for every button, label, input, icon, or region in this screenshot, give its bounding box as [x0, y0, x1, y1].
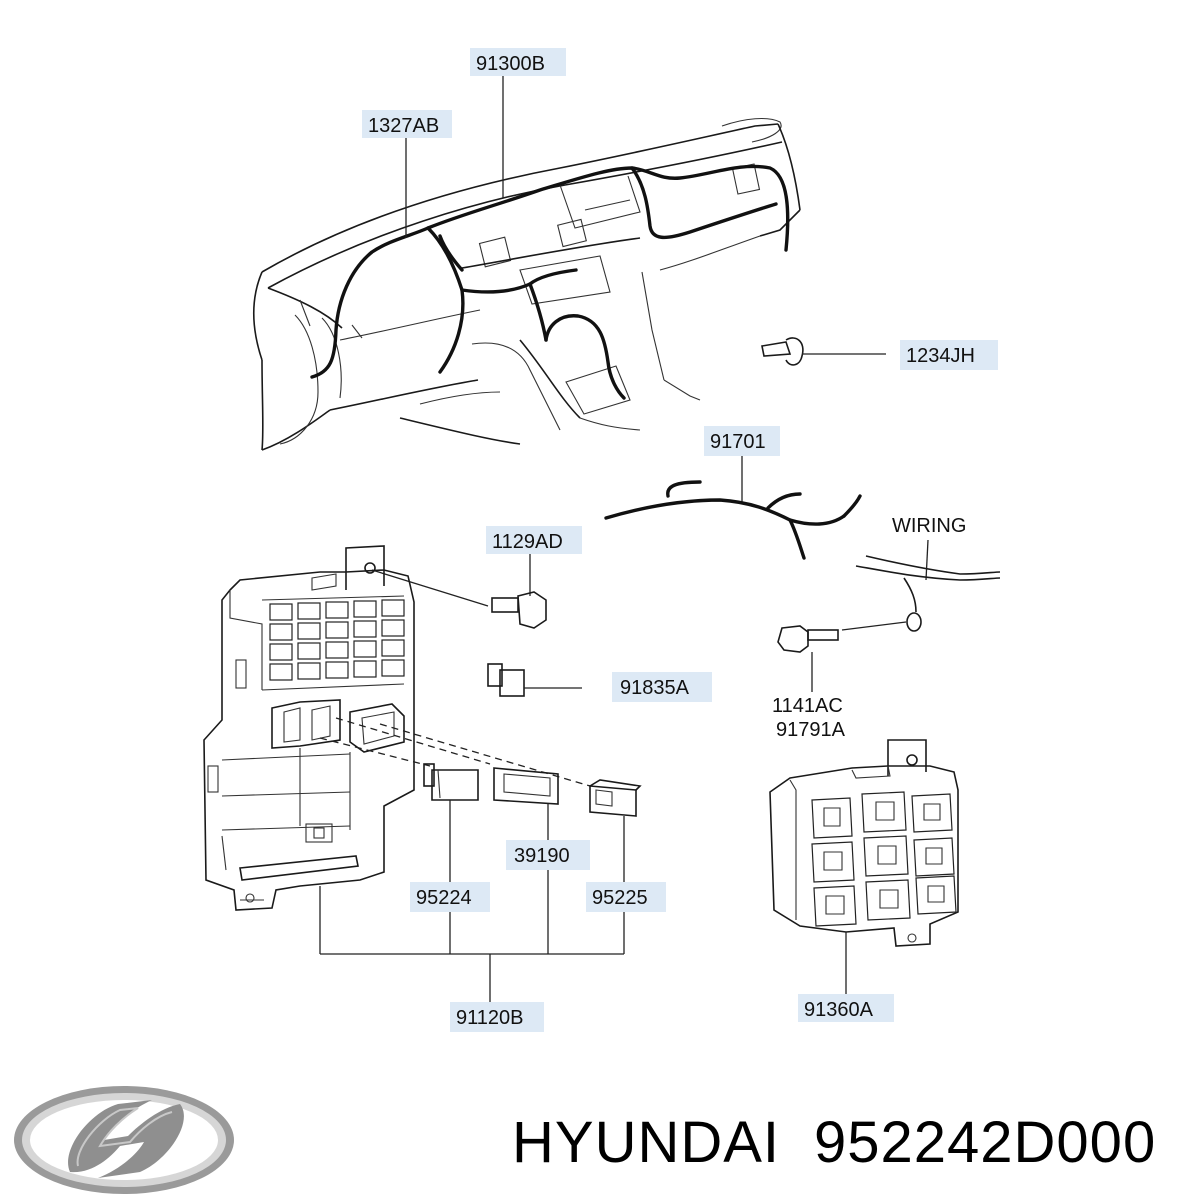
hyundai-logo [14, 1086, 234, 1194]
callout-91300B: 91300B [470, 48, 566, 198]
label-91835A: 91835A [620, 677, 690, 699]
wiring-ground: WIRING 1141AC 91791A [772, 515, 1001, 741]
callout-91120B: 91120B [319, 886, 624, 1032]
main-wiring-harness [310, 164, 790, 400]
callout-95224: 95224 [410, 882, 490, 954]
brand-name: HYUNDAI [512, 1110, 780, 1175]
junction-box [203, 545, 591, 911]
label-1141AC: 1141AC [772, 695, 843, 717]
label-1234JH: 1234JH [906, 345, 975, 367]
label-1129AD: 1129AD [492, 531, 563, 553]
callout-1327AB: 1327AB [362, 110, 452, 238]
label-91791A: 91791A [776, 719, 846, 741]
callout-95225: 95225 [586, 882, 666, 954]
bolt-1129AD: 1129AD [371, 526, 582, 629]
label-95224: 95224 [416, 887, 472, 909]
label-39190: 39190 [514, 845, 570, 867]
relay-95225 [589, 779, 642, 882]
relay-socket-grid [811, 791, 957, 927]
label-91360A: 91360A [804, 999, 874, 1021]
part-number: 952242D000 [814, 1110, 1156, 1175]
fuse-grid [269, 599, 405, 681]
callout-39190: 39190 [506, 840, 590, 954]
relay-box-91360A: 91360A [769, 739, 959, 1022]
label-1327AB: 1327AB [368, 115, 439, 137]
relay-95224 [423, 763, 479, 882]
label-91300B: 91300B [476, 53, 545, 75]
fuse-39190 [493, 767, 559, 840]
clip-1234JH: 1234JH [761, 337, 998, 370]
label-wiring: WIRING [892, 515, 966, 537]
label-91120B: 91120B [456, 1007, 523, 1029]
label-91701: 91701 [710, 431, 766, 453]
harness-91701: 91701 [604, 426, 862, 560]
relay-91835A: 91835A [487, 663, 712, 702]
label-95225: 95225 [592, 887, 648, 909]
